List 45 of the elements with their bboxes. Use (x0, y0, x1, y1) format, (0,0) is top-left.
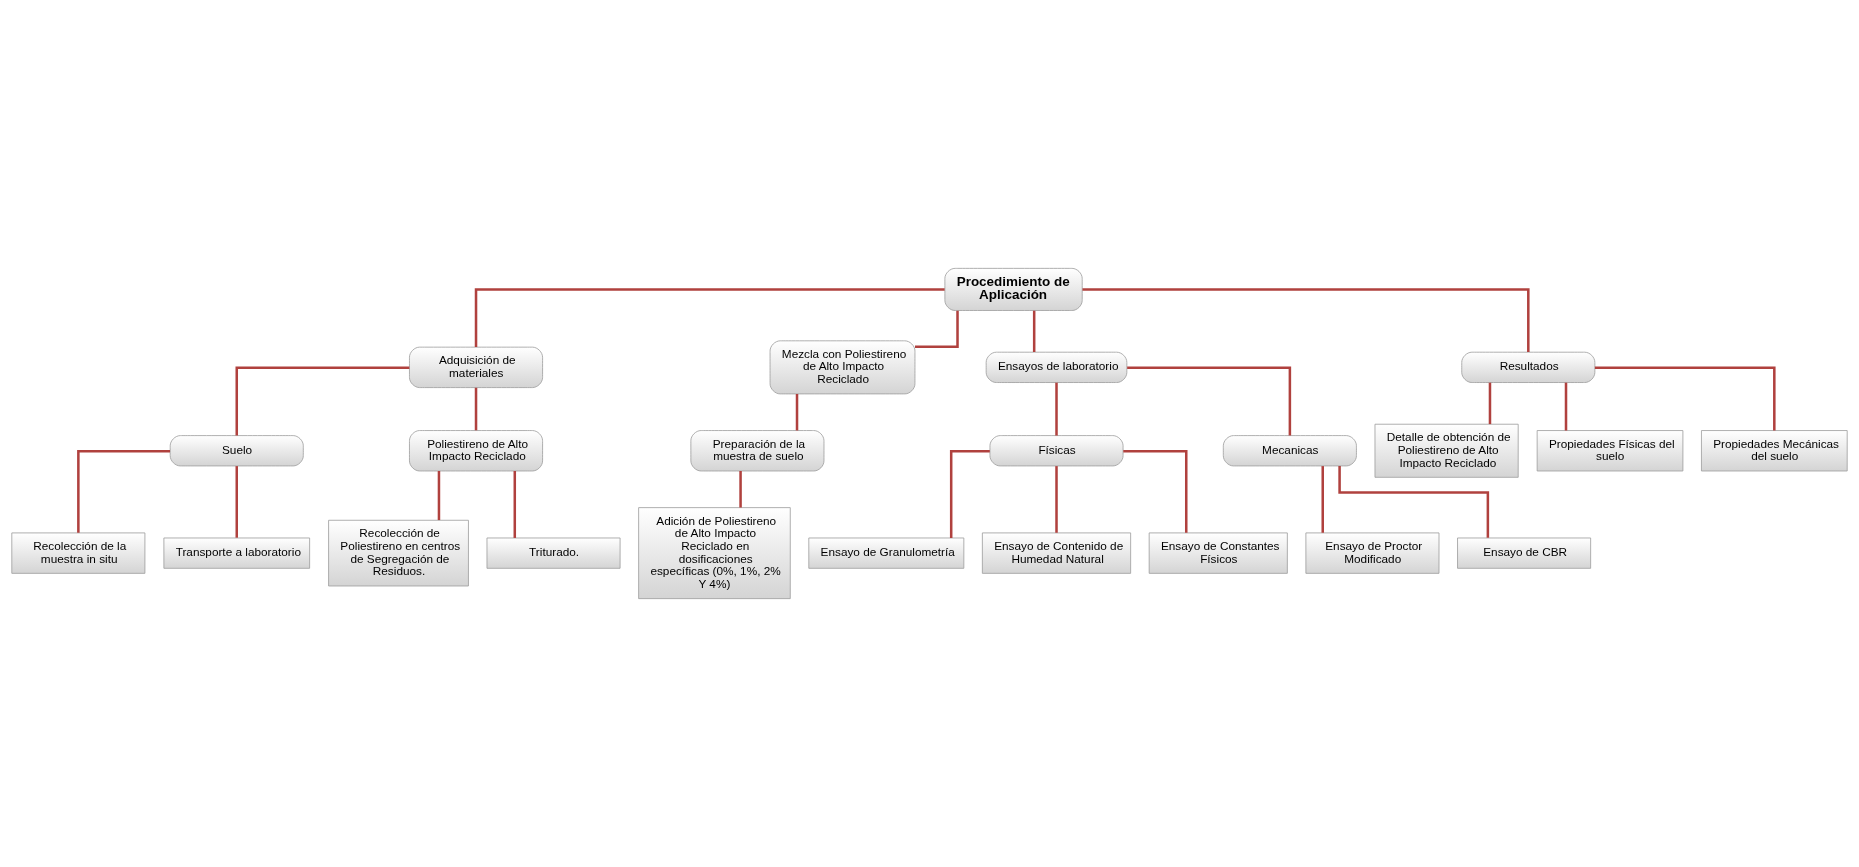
node-box: Suelo (169, 435, 304, 467)
connector (1082, 288, 1530, 352)
node-box: Físicas (989, 435, 1124, 467)
connector (949, 449, 990, 538)
connector (1123, 449, 1188, 533)
connector (513, 471, 517, 538)
node-box: Adición de Poliestireno de Alto Impacto Reciclado en dosificaciones específicas (0%, 1%, 2% Y 4%) (638, 507, 791, 600)
connector (1564, 382, 1568, 431)
node-box: Poliestireno de Alto Impacto Reciclado (409, 430, 543, 472)
node-box: Ensayos de laboratorio (985, 351, 1128, 383)
connector (1055, 382, 1058, 436)
node-box: Adquisición de materiales (409, 346, 543, 388)
connector (1032, 310, 1036, 352)
node-box: Preparación de la muestra de suelo (690, 430, 825, 472)
connector (77, 449, 171, 533)
node-box: Ensayo de Proctor Modificado (1305, 532, 1440, 574)
connector (739, 471, 742, 508)
node-box: Ensayo de Granulometría (808, 537, 965, 569)
node-box: Mecanicas (1222, 435, 1357, 467)
node-box: Transporte a laboratorio (163, 537, 311, 569)
connector (235, 466, 238, 538)
node-box: Triturado. (486, 537, 621, 569)
node-box: Procedimiento de Aplicación (944, 267, 1083, 311)
node-box: Resultados (1461, 351, 1596, 383)
node-box: Detalle de obtención de Poliestireno de Alto Impacto Reciclado (1374, 423, 1519, 478)
connector (1055, 466, 1058, 533)
connector (474, 387, 478, 431)
connector (474, 288, 945, 347)
node-box: Propiedades Físicas del suelo (1536, 430, 1684, 472)
node-box: Mezcla con Poliestireno de Alto Impacto Reciclado (769, 340, 916, 395)
node-box: Ensayo de CBR (1457, 537, 1592, 569)
node-box: Recolección de Poliestireno en centros de Segregación de Residuos. (328, 519, 469, 587)
connector (1127, 366, 1292, 436)
connector (235, 366, 410, 436)
node-box: Ensayo de Constantes Físicos (1148, 532, 1288, 574)
connector (795, 394, 799, 431)
node-box: Ensayo de Contenido de Humedad Natural (981, 532, 1132, 574)
connector (1488, 382, 1492, 425)
connector (437, 471, 441, 521)
connector (915, 310, 959, 348)
connector (1338, 466, 1490, 538)
node-box: Propiedades Mecánicas del suelo (1701, 430, 1848, 472)
node-box: Recolección de la muestra in situ (11, 532, 146, 574)
connector (1594, 366, 1776, 431)
connector (1321, 466, 1324, 533)
